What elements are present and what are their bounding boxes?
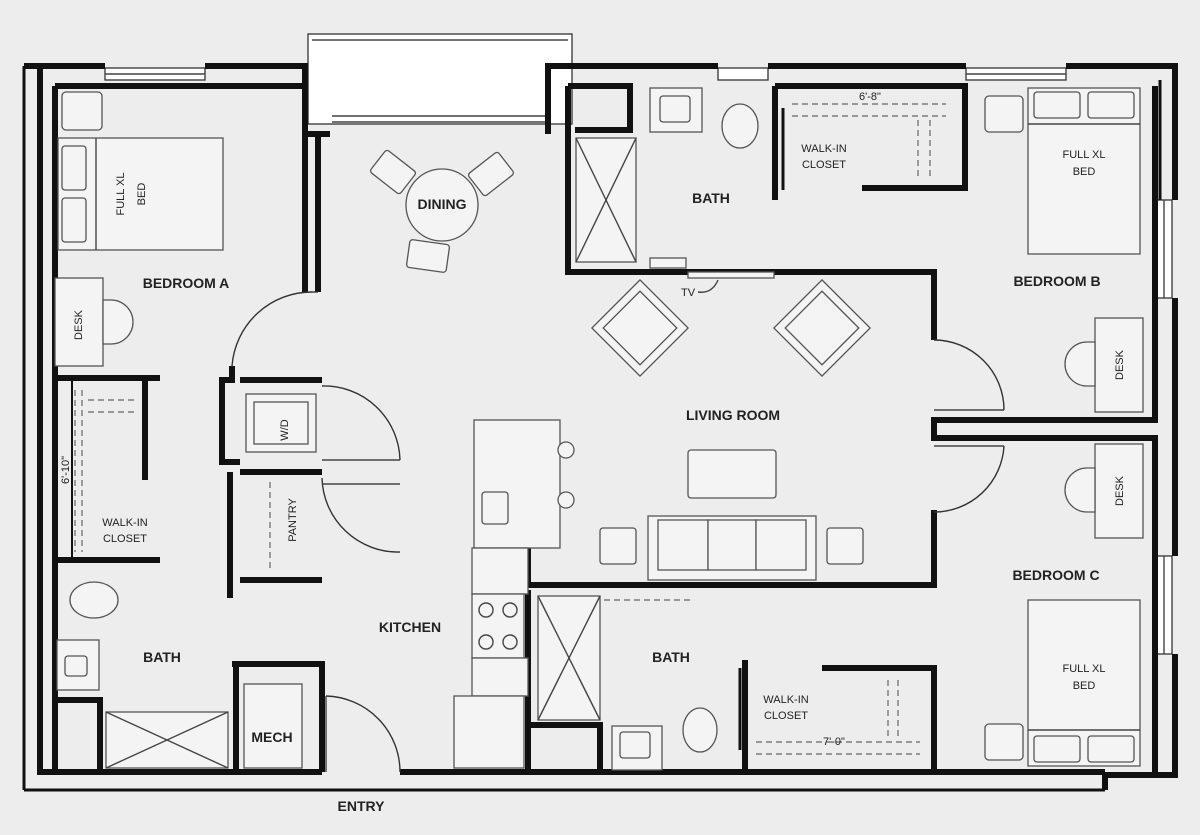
balcony: [307, 33, 573, 125]
desk-b-label: DESK: [1114, 349, 1126, 380]
closet-b-label-2: CLOSET: [802, 159, 846, 171]
room-label-bedroom-c: BEDROOM C: [1012, 567, 1099, 583]
sofa: [647, 515, 817, 581]
window-bedroom-b-top: [965, 67, 1067, 81]
kitchen-counter: [453, 547, 530, 769]
closet-a-label-1: WALK-IN: [102, 517, 147, 529]
toilet-bath-c: [682, 707, 718, 753]
window-bedroom-c-side: [1155, 555, 1173, 655]
bed-b-label-2: BED: [1073, 166, 1096, 178]
room-label-kitchen: KITCHEN: [379, 619, 441, 635]
room-label-living-room: LIVING ROOM: [686, 407, 780, 423]
closet-c-dim: 7'-0": [823, 736, 845, 748]
toilet-bath-b: [721, 103, 759, 149]
desk-bedroom-b: DESK: [1064, 317, 1144, 413]
bed-bedroom-a: FULL XL BED: [57, 137, 224, 251]
closet-bedroom-b: 6'-8" WALK-IN CLOSET: [781, 91, 946, 190]
desk-c-label: DESK: [1114, 475, 1126, 506]
bath-c-fixtures: [537, 595, 718, 771]
exterior-walls: [22, 63, 1178, 792]
bed-b-label-1: FULL XL: [1062, 149, 1105, 161]
bed-c-label-2: BED: [1073, 680, 1096, 692]
room-label-bedroom-a: BEDROOM A: [143, 275, 230, 291]
closet-c-label-2: CLOSET: [764, 710, 808, 722]
window-bedroom-b-side: [1155, 199, 1173, 299]
room-label-bath-c: BATH: [652, 649, 690, 665]
dining-table: [369, 149, 515, 273]
kitchen-island: [473, 419, 575, 549]
window-bath-b: [717, 67, 769, 81]
side-table-right: [826, 527, 864, 565]
doors: [231, 291, 1005, 773]
bed-a-label-2: BED: [136, 183, 148, 206]
tv: TV: [681, 271, 775, 299]
mech-closet: [243, 683, 303, 769]
desk-bedroom-c: DESK: [1064, 443, 1144, 539]
bed-bedroom-b: FULL XL BED: [1027, 87, 1141, 255]
window-bedroom-a: [104, 67, 206, 81]
bed-a-label-1: FULL XL: [115, 172, 127, 215]
closet-a-dim: 6'-10": [60, 456, 72, 484]
toilet-bath-a: [69, 581, 119, 619]
bed-c-label-1: FULL XL: [1062, 663, 1105, 675]
room-label-mech: MECH: [251, 729, 292, 745]
side-table-left: [599, 527, 637, 565]
bath-b-fixtures: [575, 87, 759, 269]
room-label-bedroom-b: BEDROOM B: [1013, 273, 1100, 289]
pantry-label: PANTRY: [287, 498, 299, 542]
closet-c-label-1: WALK-IN: [763, 694, 808, 706]
bath-a-fixtures: [56, 581, 229, 769]
room-label-entry: ENTRY: [338, 798, 386, 814]
refrigerator: [453, 695, 525, 769]
closet-bedroom-c: WALK-IN CLOSET 7'-0": [738, 668, 920, 755]
bed-bedroom-c: FULL XL BED: [1027, 599, 1141, 767]
desk-a-label: DESK: [73, 309, 85, 340]
room-label-bath-a: BATH: [143, 649, 181, 665]
pantry: PANTRY: [269, 482, 299, 572]
range: [471, 593, 525, 659]
desk-bedroom-a: DESK: [54, 277, 134, 367]
washer-dryer: W/D: [245, 393, 317, 453]
armchair-right: [772, 278, 872, 378]
closet-a-label-2: CLOSET: [103, 533, 147, 545]
nightstand-b: [984, 95, 1024, 133]
room-label-dining: DINING: [418, 196, 467, 212]
closet-bedroom-a: 6'-10" WALK-IN CLOSET: [60, 378, 148, 560]
closet-b-label-1: WALK-IN: [801, 143, 846, 155]
armchair-left: [590, 278, 690, 378]
coffee-table: [687, 449, 777, 499]
wd-label: W/D: [279, 419, 291, 440]
room-label-bath-b: BATH: [692, 190, 730, 206]
closet-b-dim: 6'-8": [859, 91, 881, 103]
tv-label: TV: [681, 287, 696, 299]
nightstand-a: [61, 91, 103, 131]
nightstand-c: [984, 723, 1024, 761]
